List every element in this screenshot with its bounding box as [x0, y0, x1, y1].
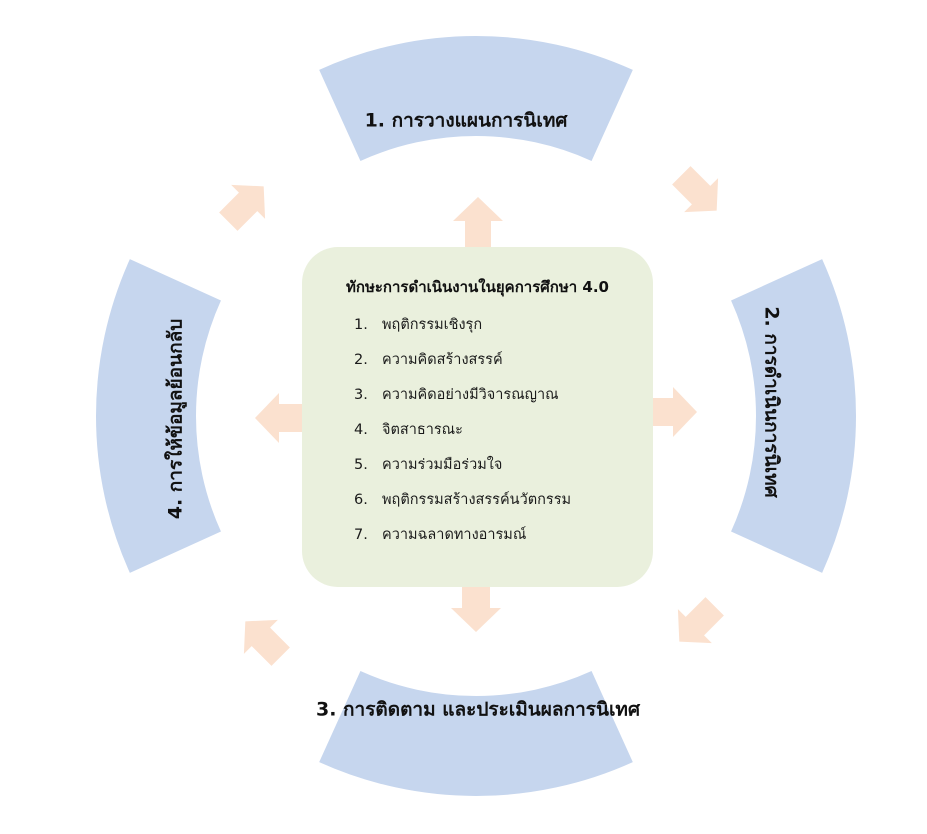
- segment-label-monitoring: 3. การติดตาม และประเมินผลการนิเทศ: [316, 699, 641, 721]
- arrow-cycle-planning-to-implementation: [672, 166, 719, 213]
- skill-number: 7.: [354, 527, 368, 543]
- arrow-center-left: [255, 393, 305, 443]
- segment-label-planning: 1. การวางแผนการนิเทศ: [365, 110, 569, 132]
- center-title: ทักษะการดำเนินงานในยุคการศึกษา 4.0: [346, 278, 609, 296]
- skill-text: ความฉลาดทางอารมณ์: [382, 527, 527, 543]
- skill-text: ความคิดอย่างมีวิจารณญาณ: [382, 387, 559, 403]
- skill-text: ความร่วมมือร่วมใจ: [382, 457, 503, 473]
- arrow-center-right: [647, 387, 697, 437]
- skill-item: 5. ความร่วมมือร่วมใจ: [354, 453, 571, 488]
- arrow-center-down: [451, 582, 501, 632]
- arrow-cycle-implementation-to-monitoring: [677, 597, 724, 644]
- skill-number: 2.: [354, 352, 368, 368]
- arrow-cycle-monitoring-to-feedback: [243, 619, 290, 666]
- skill-item: 4. จิตสาธารณะ: [354, 418, 571, 453]
- skill-text: พฤติกรรมสร้างสรรค์นวัตกรรม: [382, 492, 572, 508]
- skill-number: 6.: [354, 492, 368, 508]
- skill-item: 3. ความคิดอย่างมีวิจารณญาณ: [354, 383, 571, 418]
- segment-planning: [319, 36, 633, 161]
- segment-implementation: [731, 259, 856, 573]
- segment-monitoring: [319, 671, 633, 796]
- skill-item: 2. ความคิดสร้างสรรค์: [354, 348, 571, 383]
- skill-number: 5.: [354, 457, 368, 473]
- skill-text: จิตสาธารณะ: [382, 422, 463, 438]
- center-skills-box: ทักษะการดำเนินงานในยุคการศึกษา 4.0 1. พฤต…: [302, 247, 653, 587]
- labels-layer: 1. การวางแผนการนิเทศ 2. การดำเนินการนิเท…: [164, 110, 783, 721]
- skills-list: 1. พฤติกรรมเชิงรุก 2. ความคิดสร้างสรรค์ 3. คว…: [354, 313, 571, 558]
- skill-number: 1.: [354, 317, 368, 333]
- skill-item: 7. ความฉลาดทางอารมณ์: [354, 523, 571, 558]
- skill-item: 6. พฤติกรรมสร้างสรรค์นวัตกรรม: [354, 488, 571, 523]
- skill-text: พฤติกรรมเชิงรุก: [382, 317, 483, 333]
- segment-label-implementation: 2. การดำเนินการนิเทศ: [761, 306, 783, 498]
- skill-number: 4.: [354, 422, 368, 438]
- segment-feedback: [96, 259, 221, 573]
- skill-number: 3.: [354, 387, 368, 403]
- arrow-center-up: [453, 197, 503, 247]
- segments-layer: [96, 36, 856, 796]
- segment-label-feedback: 4. การให้ข้อมูลย้อนกลับ: [164, 319, 188, 520]
- skill-text: ความคิดสร้างสรรค์: [382, 352, 503, 368]
- skill-item: 1. พฤติกรรมเชิงรุก: [354, 313, 571, 348]
- arrows-layer: [219, 166, 724, 666]
- arrow-cycle-feedback-to-planning: [219, 184, 266, 231]
